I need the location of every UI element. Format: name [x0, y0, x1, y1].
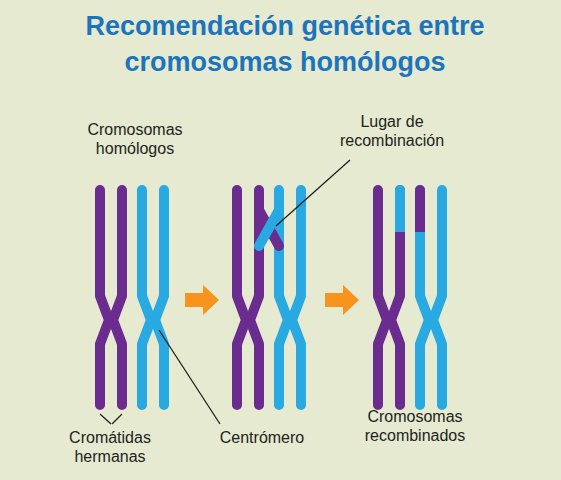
part-label: Cromátidas hermanas [40, 428, 180, 466]
part-label: Centrómero [206, 428, 318, 447]
chromatid-segment [259, 210, 279, 246]
chromatid [237, 190, 246, 405]
title: Recomendación genética entre cromosomas … [60, 8, 510, 80]
chromatid [155, 190, 164, 405]
part-label: Cromosomas homólogos [68, 120, 202, 158]
chromatid [250, 190, 259, 405]
chromatid [433, 190, 442, 405]
leader-line [112, 414, 122, 424]
leader-line [276, 160, 350, 226]
chromatid-segment [415, 185, 425, 195]
process-arrow [185, 285, 219, 315]
chromatid-segment [395, 190, 405, 232]
process-arrow [325, 285, 359, 315]
chromatid-segment [395, 185, 405, 195]
leader-line [100, 414, 111, 424]
chromatid [292, 190, 301, 405]
leader-line [159, 330, 220, 424]
chromatid [113, 190, 122, 405]
chromatid [100, 190, 109, 405]
part-label: Lugar de recombinación [322, 112, 462, 150]
chromatid [378, 190, 387, 405]
chromatid [142, 190, 151, 405]
part-label: Cromosomas recombinados [348, 407, 482, 445]
chromatid-segment [259, 210, 279, 246]
chromatid [391, 190, 400, 405]
chromatid [420, 190, 429, 405]
chromatid-segment [415, 190, 425, 232]
